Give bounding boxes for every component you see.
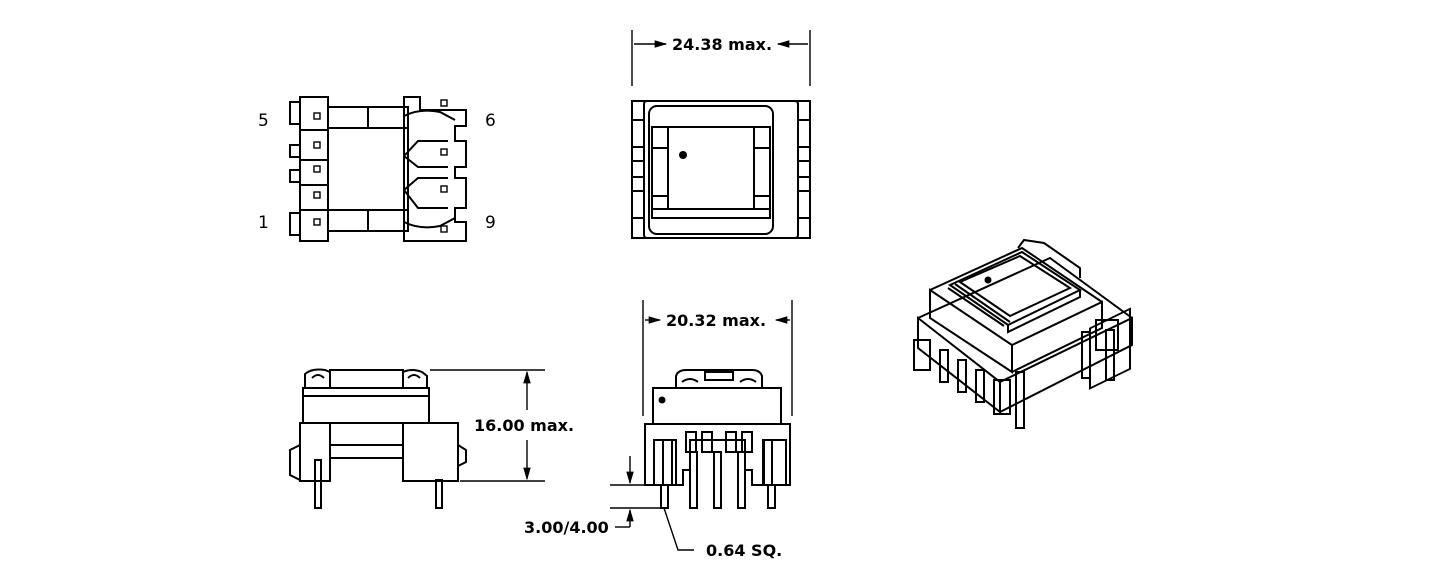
top-view: 24.38 max. bbox=[631, 30, 811, 239]
pin-label-1: 1 bbox=[258, 213, 269, 233]
front-view: 20.32 max. 3.00/4.00 0.64 SQ. bbox=[524, 300, 793, 560]
isometric-view bbox=[913, 238, 1133, 429]
dim-pin-length: 3.00/4.00 bbox=[524, 518, 609, 537]
dim-front-width: 20.32 max. bbox=[666, 311, 766, 330]
pin-label-6: 6 bbox=[485, 111, 496, 131]
pin-label-5: 5 bbox=[258, 111, 269, 131]
dim-pin-size: 0.64 SQ. bbox=[706, 541, 782, 560]
dim-top-width: 24.38 max. bbox=[672, 35, 772, 54]
side-view: 16.00 max. bbox=[289, 368, 574, 509]
pin-label-9: 9 bbox=[485, 213, 496, 233]
pin-layout-view: 5 1 6 9 bbox=[258, 96, 496, 242]
dim-height: 16.00 max. bbox=[474, 416, 574, 435]
